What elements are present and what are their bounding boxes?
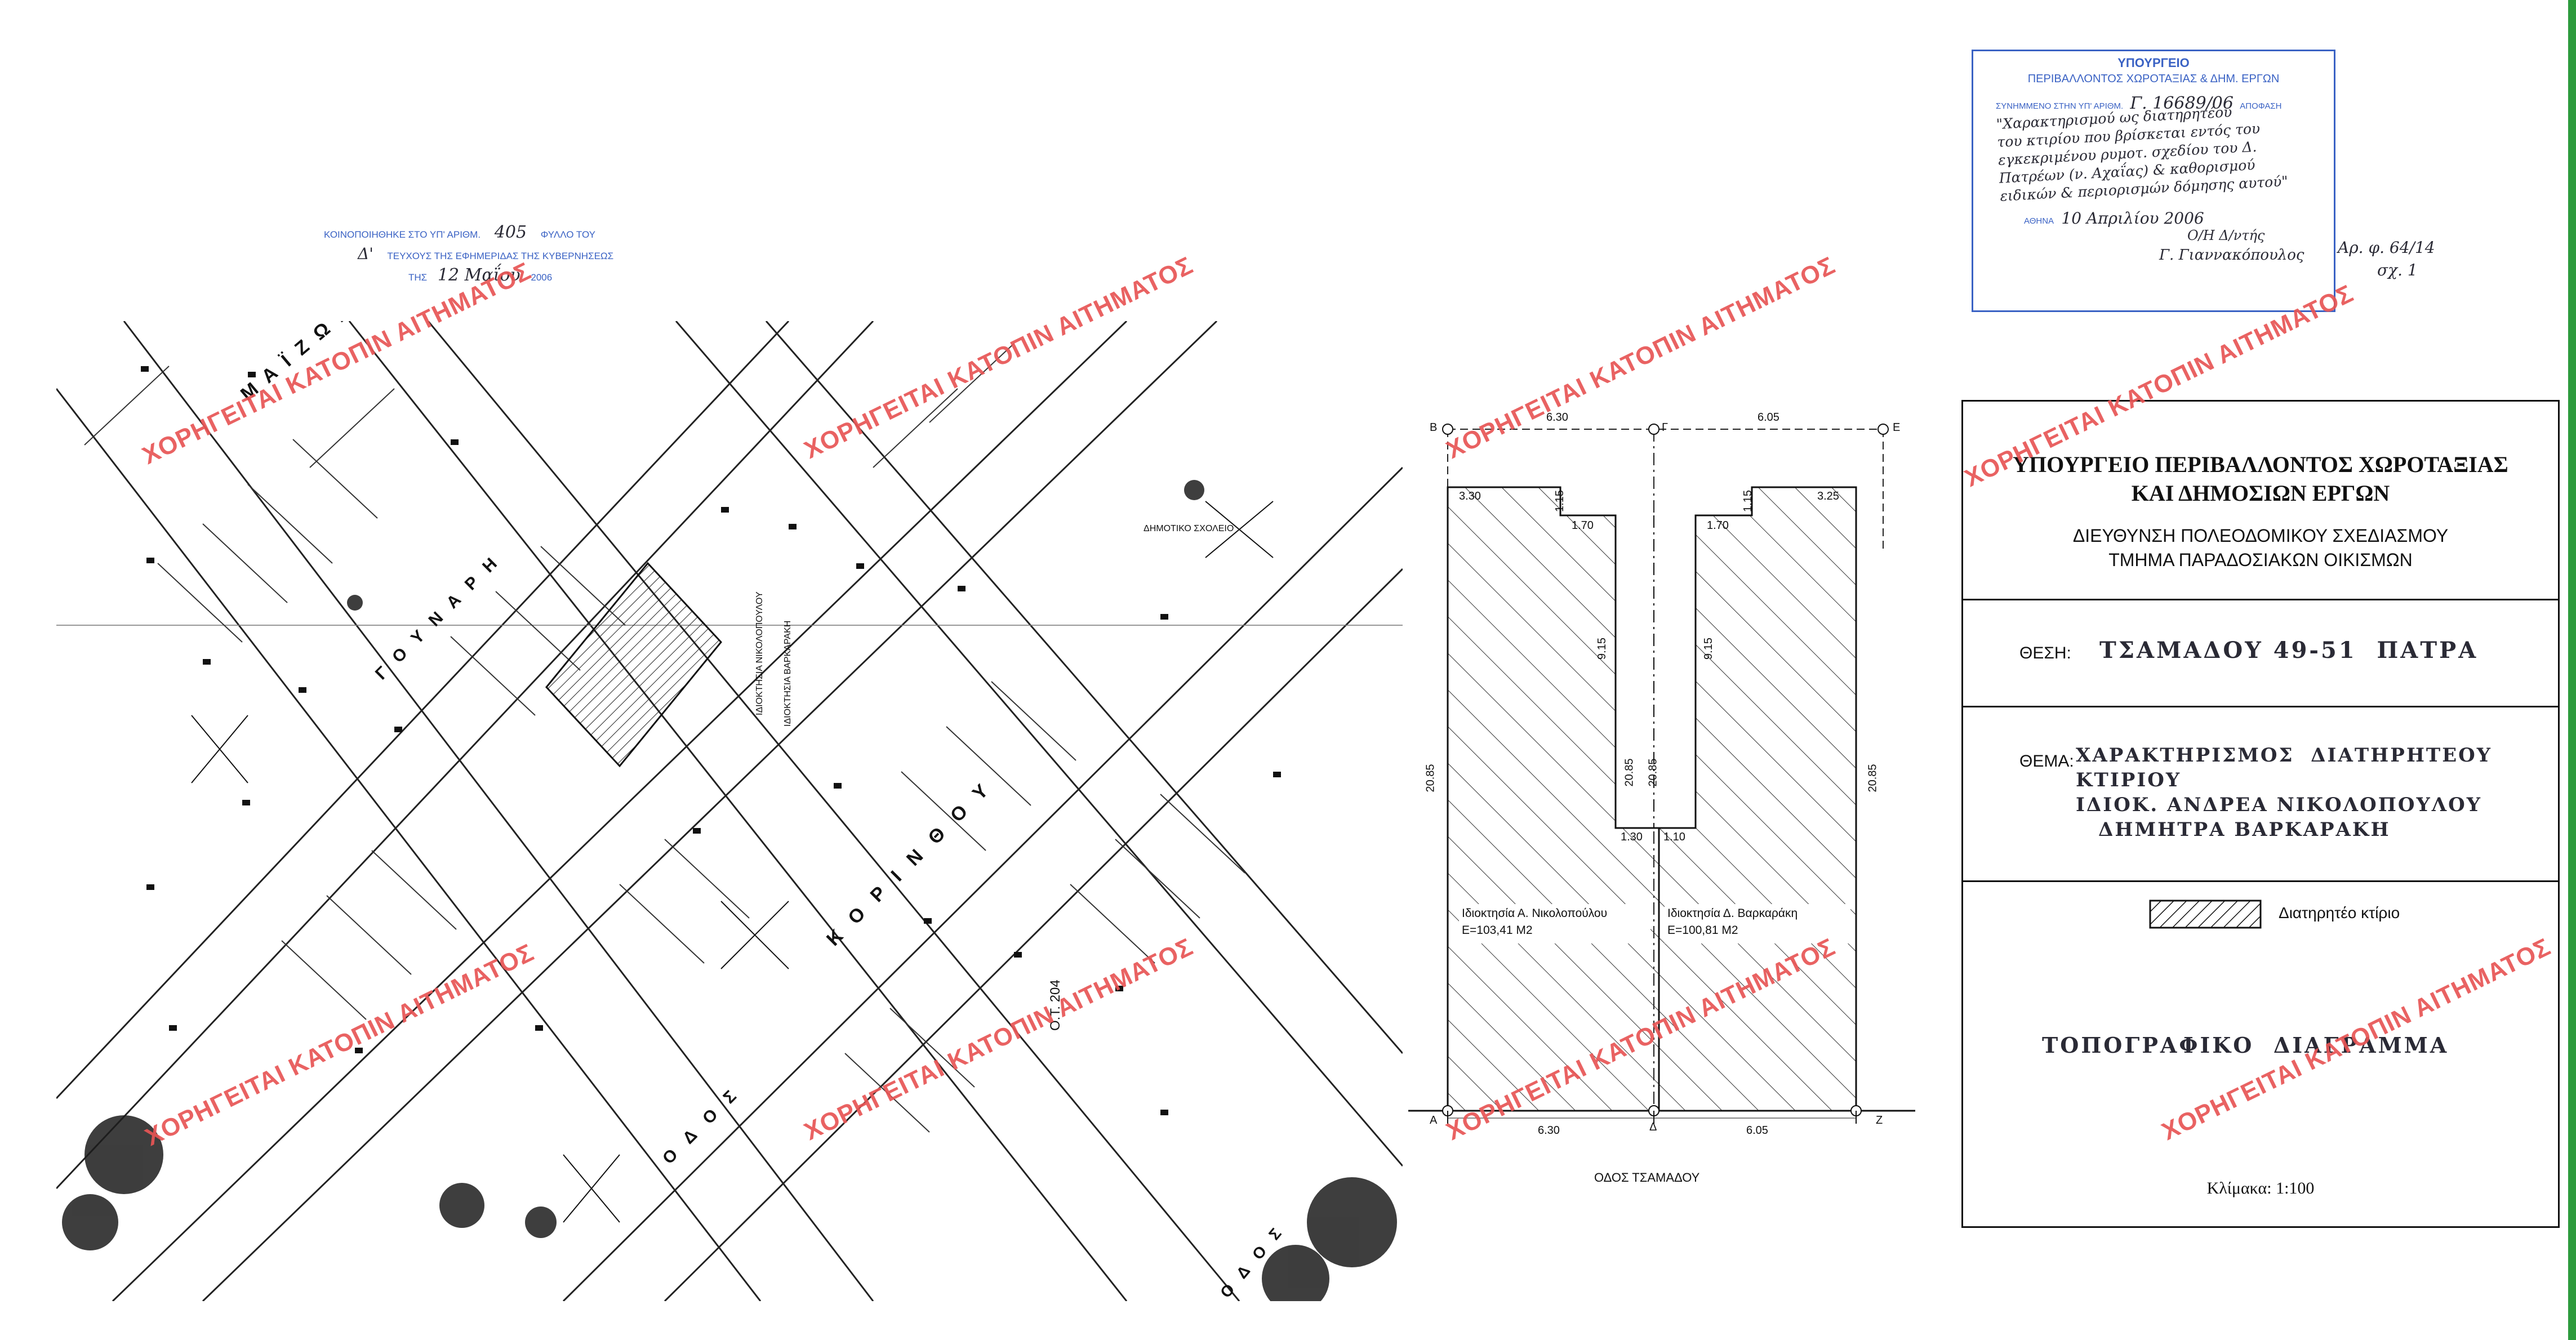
dim-height-right: 20.85 — [1866, 764, 1879, 793]
side-note-line-2: σχ. 1 — [2377, 261, 2418, 279]
tb-subject-line-2: ΚΤΙΡΙΟΥ — [2076, 769, 2182, 791]
stamp-ministry-title: ΥΠΟΥΡΓΕΙΟ — [2117, 56, 2190, 70]
stamp-ref-suffix: ΑΠΟΦΑΣΗ — [2240, 101, 2282, 111]
dim-gap-left: 1.30 — [1621, 831, 1643, 843]
corner-label-e: Ε — [1893, 421, 1901, 434]
corner-label-b: Β — [1430, 421, 1438, 434]
side-note: Αρ. φ. 64/14 σχ. 1 — [2338, 237, 2435, 282]
tb-subject-line-3: ΙΔΙΟΚ. ΑΝΔΡΕΑ ΝΙΚΟΛΟΠΟΥΛΟΥ — [2076, 794, 2482, 816]
corner-label-d: Δ — [1649, 1121, 1657, 1133]
owner-label-nikolopoulou: ΙΔΙΟΚΤΗΣΙΑ ΝΙΚΟΛΟΠΟΥΛΟΥ — [755, 591, 764, 715]
heritage-property-marker — [545, 562, 722, 768]
dim-gap-right: 1.10 — [1663, 831, 1685, 843]
stamp-pub-number: 405 — [494, 222, 527, 242]
dim-top-right: 6.05 — [1758, 411, 1779, 424]
site-map-drawing — [56, 321, 1403, 1301]
tb-location-row: ΘΕΣΗ: ΤΣΑΜΑΔΟΥ 49-51 ΠΑΤΡΑ — [1963, 599, 2558, 707]
tb-legend: Διατηρητέο κτίριο — [1963, 892, 2558, 937]
dim-bottom-right: 6.05 — [1746, 1124, 1768, 1137]
corner-label-g: Γ — [1662, 421, 1669, 434]
stamp-pub-year: 2006 — [531, 272, 553, 283]
owner-right-name: Ιδιοκτησία Δ. Βαρκαράκη — [1667, 907, 1798, 920]
tb-header: ΥΠΟΥΡΓΕΙΟ ΠΕΡΙΒΑΛΛΟΝΤΟΣ ΧΩΡΟΤΑΞΙΑΣ ΚΑΙ Δ… — [1963, 402, 2558, 600]
dim-left-notch-inner: 1.70 — [1572, 519, 1594, 532]
owner-right-area: Ε=100,81 Μ2 — [1667, 924, 1738, 937]
dim-left-notch-depth: 1.15 — [1553, 490, 1566, 512]
tb-directorate: ΔΙΕΥΘΥΝΣΗ ΠΟΛΕΟΔΟΜΙΚΟΥ ΣΧΕΔΙΑΣΜΟΥ — [2072, 526, 2449, 546]
tb-ministry-line-1: ΥΠΟΥΡΓΕΙΟ ΠΕΡΙΒΑΛΛΟΝΤΟΣ ΧΩΡΟΤΑΞΙΑΣ — [2013, 452, 2508, 477]
tb-subject-line-4: ΔΗΜΗΤΡΑ ΒΑΡΚΑΡΑΚΗ — [2098, 818, 2391, 841]
tb-subject-line-1: ΧΑΡΑΚΤΗΡΙΣΜΟΣ ΔΙΑΤΗΡΗΤΕΟΥ — [2076, 744, 2493, 767]
side-note-line-1: Αρ. φ. 64/14 — [2338, 238, 2435, 257]
dim-right-notch-inner: 1.70 — [1707, 519, 1729, 532]
plot-plan: Β Γ Ε Α Δ Ζ 6.30 6.05 6.30 6.05 3.30 1.1… — [1408, 394, 1915, 1211]
stamp-ministry-subtitle: ΠΕΡΙΒΑΛΛΟΝΤΟΣ ΧΩΡΟΤΑΞΙΑΣ & ΔΗΜ. ΕΡΓΩΝ — [2027, 73, 2280, 85]
site-map: Μ Α Ϊ Ζ Ω Ν Ο Σ Κ Ο Ρ Ι Ν Θ Ο Υ Ο Δ Ο Σ … — [56, 321, 1403, 1301]
title-block: ΥΠΟΥΡΓΕΙΟ ΠΕΡΙΒΑΛΛΟΝΤΟΣ ΧΩΡΟΤΑΞΙΑΣ ΚΑΙ Δ… — [1961, 400, 2560, 1228]
tb-scale: Κλίμακα: 1:100 — [2206, 1179, 2315, 1197]
ministry-stamp: ΥΠΟΥΡΓΕΙΟ ΠΕΡΙΒΑΛΛΟΝΤΟΣ ΧΩΡΟΤΑΞΙΑΣ & ΔΗΜ… — [1972, 50, 2335, 312]
stamp-pub-date: 12 Μαΐου — [437, 265, 520, 285]
stamp-ref-number: Γ. 16689/06 — [2130, 94, 2234, 113]
school-label: ΔΗΜΟΤΙΚΟ ΣΧΟΛΕΙΟ — [1144, 524, 1234, 533]
tb-diagram-title: ΤΟΠΟΓΡΑΦΙΚΟ ΔΙΑΓΡΑΜΜΑ — [2042, 1032, 2449, 1058]
stamp-pub-gazette: ΤΕΥΧΟΥΣ ΤΗΣ ΕΦΗΜΕΡΙΔΑΣ ΤΗΣ ΚΥΒΕΡΝΗΣΕΩΣ — [387, 251, 614, 261]
stamp-pub-prefix: ΚΟΙΝΟΠΟΙΗΘΗΚΕ ΣΤΟ ΥΠ' ΑΡΙΘΜ. — [324, 229, 481, 240]
dim-right-notch-depth: 1.15 — [1741, 490, 1754, 512]
tb-subject-row: ΘΕΜΑ: ΧΑΡΑΚΤΗΡΙΣΜΟΣ ΔΙΑΤΗΡΗΤΕΟΥ ΚΤΙΡΙΟΥ … — [1963, 706, 2558, 882]
dim-left-notch-width: 3.30 — [1459, 490, 1481, 502]
stamp-for-label: Ο/Η Δ/ντής — [2187, 228, 2265, 243]
publication-stamp: ΚΟΙΝΟΠΟΙΗΘΗΚΕ ΣΤΟ ΥΠ' ΑΡΙΘΜ. 405 ΦΥΛΛΟ Τ… — [324, 222, 662, 285]
tb-location-label: ΘΕΣΗ: — [2019, 644, 2071, 662]
stamp-city: ΑΘΗΝΑ — [2024, 216, 2054, 226]
stamp-signature: Γ. Γιαννακόπουλος — [2159, 247, 2304, 264]
street-name-tsamadou: ΟΔΟΣ ΤΣΑΜΑΔΟΥ — [1594, 1170, 1700, 1185]
scan-edge — [2568, 0, 2576, 1340]
owner-left-name: Ιδιοκτησία Α. Νικολοπούλου — [1462, 907, 1608, 920]
stamp-pub-date-prefix: ΤΗΣ — [408, 272, 428, 283]
dim-inner-right: 9.15 — [1702, 638, 1715, 660]
stamp-pub-suffix: ΦΥΛΛΟ ΤΟΥ — [540, 229, 595, 240]
corner-label-z: Ζ — [1876, 1114, 1883, 1127]
tb-department: ΤΜΗΜΑ ΠΑΡΑΔΟΣΙΑΚΩΝ ΟΙΚΙΣΜΩΝ — [2108, 550, 2413, 570]
owner-left-area: Ε=103,41 Μ2 — [1462, 924, 1533, 937]
tb-subject-label: ΘΕΜΑ: — [2019, 752, 2074, 771]
tb-location-value: ΤΣΑΜΑΔΟΥ 49-51 ΠΑΤΡΑ — [2099, 637, 2479, 664]
dim-top-left: 6.30 — [1546, 411, 1568, 424]
stamp-ref-label: ΣΥΝΗΜΜΕΝΟ ΣΤΗΝ ΥΠ' ΑΡΙΘΜ. — [1996, 101, 2124, 111]
dim-height-center-right: 20.85 — [1647, 758, 1660, 787]
corner-label-a: Α — [1430, 1114, 1438, 1127]
legend-hatch-swatch — [2149, 900, 2262, 929]
dim-right-notch-width: 3.25 — [1817, 490, 1839, 502]
tb-ministry-line-2: ΚΑΙ ΔΗΜΟΣΙΩΝ ΕΡΓΩΝ — [2131, 480, 2390, 506]
dim-height-center-left: 20.85 — [1623, 758, 1636, 787]
stamp-date: 10 Απριλίου 2006 — [2061, 209, 2204, 228]
dim-bottom-left: 6.30 — [1538, 1124, 1560, 1137]
dim-inner-left: 9.15 — [1595, 638, 1608, 660]
owner-label-varkaraki: ΙΔΙΟΚΤΗΣΙΑ ΒΑΡΚΑΡΑΚΗ — [783, 620, 793, 727]
dim-height-left: 20.85 — [1424, 764, 1437, 793]
stamp-pub-issue: Δ' — [358, 244, 373, 263]
plot-plan-drawing — [1408, 424, 1915, 1124]
legend-label: Διατηρητέο κτίριο — [2279, 904, 2400, 921]
